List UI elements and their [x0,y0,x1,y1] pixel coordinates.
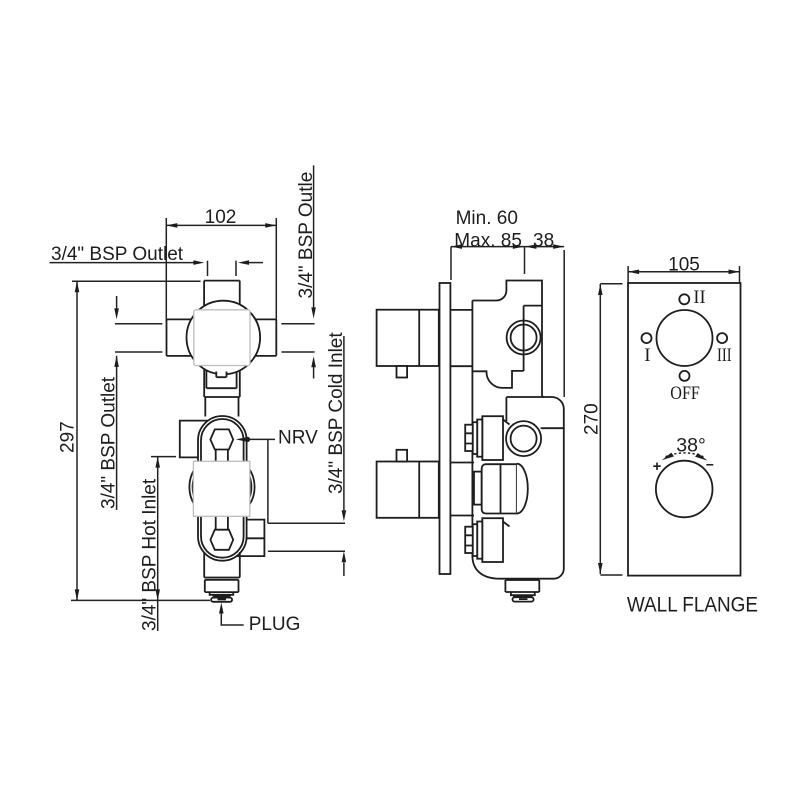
svg-text:NRV: NRV [278,428,318,449]
svg-text:105: 105 [668,255,700,276]
svg-text:3/4" BSP Outle: 3/4" BSP Outle [296,172,317,299]
svg-text:38°: 38° [676,434,706,456]
svg-text:3/4" BSP Cold Inlet: 3/4" BSP Cold Inlet [326,332,347,494]
svg-text:+: + [653,458,662,475]
svg-text:II: II [693,287,705,308]
svg-text:297: 297 [58,421,79,453]
svg-text:WALL FLANGE: WALL FLANGE [627,594,758,617]
svg-text:PLUG: PLUG [249,614,301,635]
svg-text:Min. 60: Min. 60 [456,208,518,229]
svg-text:3/4" BSP Outlet: 3/4" BSP Outlet [99,376,120,509]
svg-text:270: 270 [582,403,603,435]
svg-text:I: I [644,345,650,366]
svg-text:3/4" BSP Hot Inlet: 3/4" BSP Hot Inlet [140,478,161,631]
svg-text:−: − [706,457,714,473]
svg-text:102: 102 [205,207,237,228]
svg-text:Max. 85: Max. 85 [454,231,522,252]
svg-text:III: III [717,345,732,366]
svg-text:3/4" BSP Outlet: 3/4" BSP Outlet [51,244,184,265]
svg-text:OFF: OFF [670,383,700,404]
